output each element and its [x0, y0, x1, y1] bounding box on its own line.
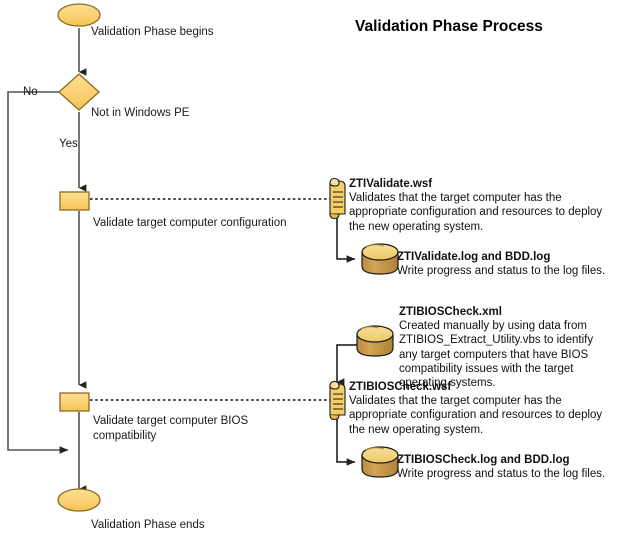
database-cylinder-icon: [356, 325, 394, 357]
page-title: Validation Phase Process: [355, 18, 543, 35]
branch-label-no: No: [23, 86, 38, 98]
annotation-title: ZTIValidate.wsf: [349, 178, 433, 190]
branch-label-yes: Yes: [59, 138, 78, 150]
decision-label: Not in Windows PE: [91, 107, 190, 119]
edge-no-branch: [7, 91, 69, 454]
annotation-title: ZTIBIOSCheck.xml: [399, 306, 502, 318]
annotation-description: Write progress and status to the log fil…: [397, 265, 606, 278]
process2-label: Validate target computer BIOS compatibil…: [93, 415, 249, 442]
annotation-title: ZTIBIOSCheck.log and BDD.log: [397, 454, 570, 466]
start-terminator-label: Validation Phase begins: [91, 26, 214, 38]
end-terminator-shape: [57, 488, 101, 512]
annotation-title: ZTIValidate.log and BDD.log: [397, 251, 551, 263]
annotation-ztibioscheck-xml: ZTIBIOSCheck.xml Created manually by usi…: [399, 305, 614, 390]
decision-diamond-shape: [58, 73, 100, 111]
process1-label: Validate target computer configuration: [93, 217, 287, 229]
annotation-description: Created manually by using data from ZTIB…: [399, 320, 594, 390]
annotation-description: Validates that the target computer has t…: [349, 395, 603, 436]
annotation-title: ZTIBIOSCheck.wsf: [349, 381, 452, 393]
annotation-description: Write progress and status to the log fil…: [397, 468, 606, 481]
edge-xml-to-ztibioscheck: [336, 344, 357, 386]
annotation-ztibioscheck-wsf: ZTIBIOSCheck.wsf Validates that the targ…: [349, 380, 611, 437]
annotation-ztivalidate-log: ZTIValidate.log and BDD.log Write progre…: [397, 250, 612, 278]
database-cylinder-icon: [361, 243, 399, 275]
database-cylinder-icon: [361, 446, 399, 478]
start-terminator-shape: [57, 3, 101, 27]
process1-shape: [59, 191, 90, 211]
script-scroll-icon: [329, 177, 346, 220]
end-terminator-label: Validation Phase ends: [91, 519, 205, 531]
script-scroll-icon: [329, 380, 346, 421]
annotation-ztibioscheck-log: ZTIBIOSCheck.log and BDD.log Write progr…: [397, 453, 612, 481]
annotation-ztivalidate-wsf: ZTIValidate.wsf Validates that the targe…: [349, 177, 611, 234]
edge-ztibioscheck-to-log: [336, 414, 356, 466]
edge-ztivalidate-to-log: [336, 213, 356, 263]
process2-shape: [59, 392, 90, 412]
annotation-description: Validates that the target computer has t…: [349, 192, 603, 233]
